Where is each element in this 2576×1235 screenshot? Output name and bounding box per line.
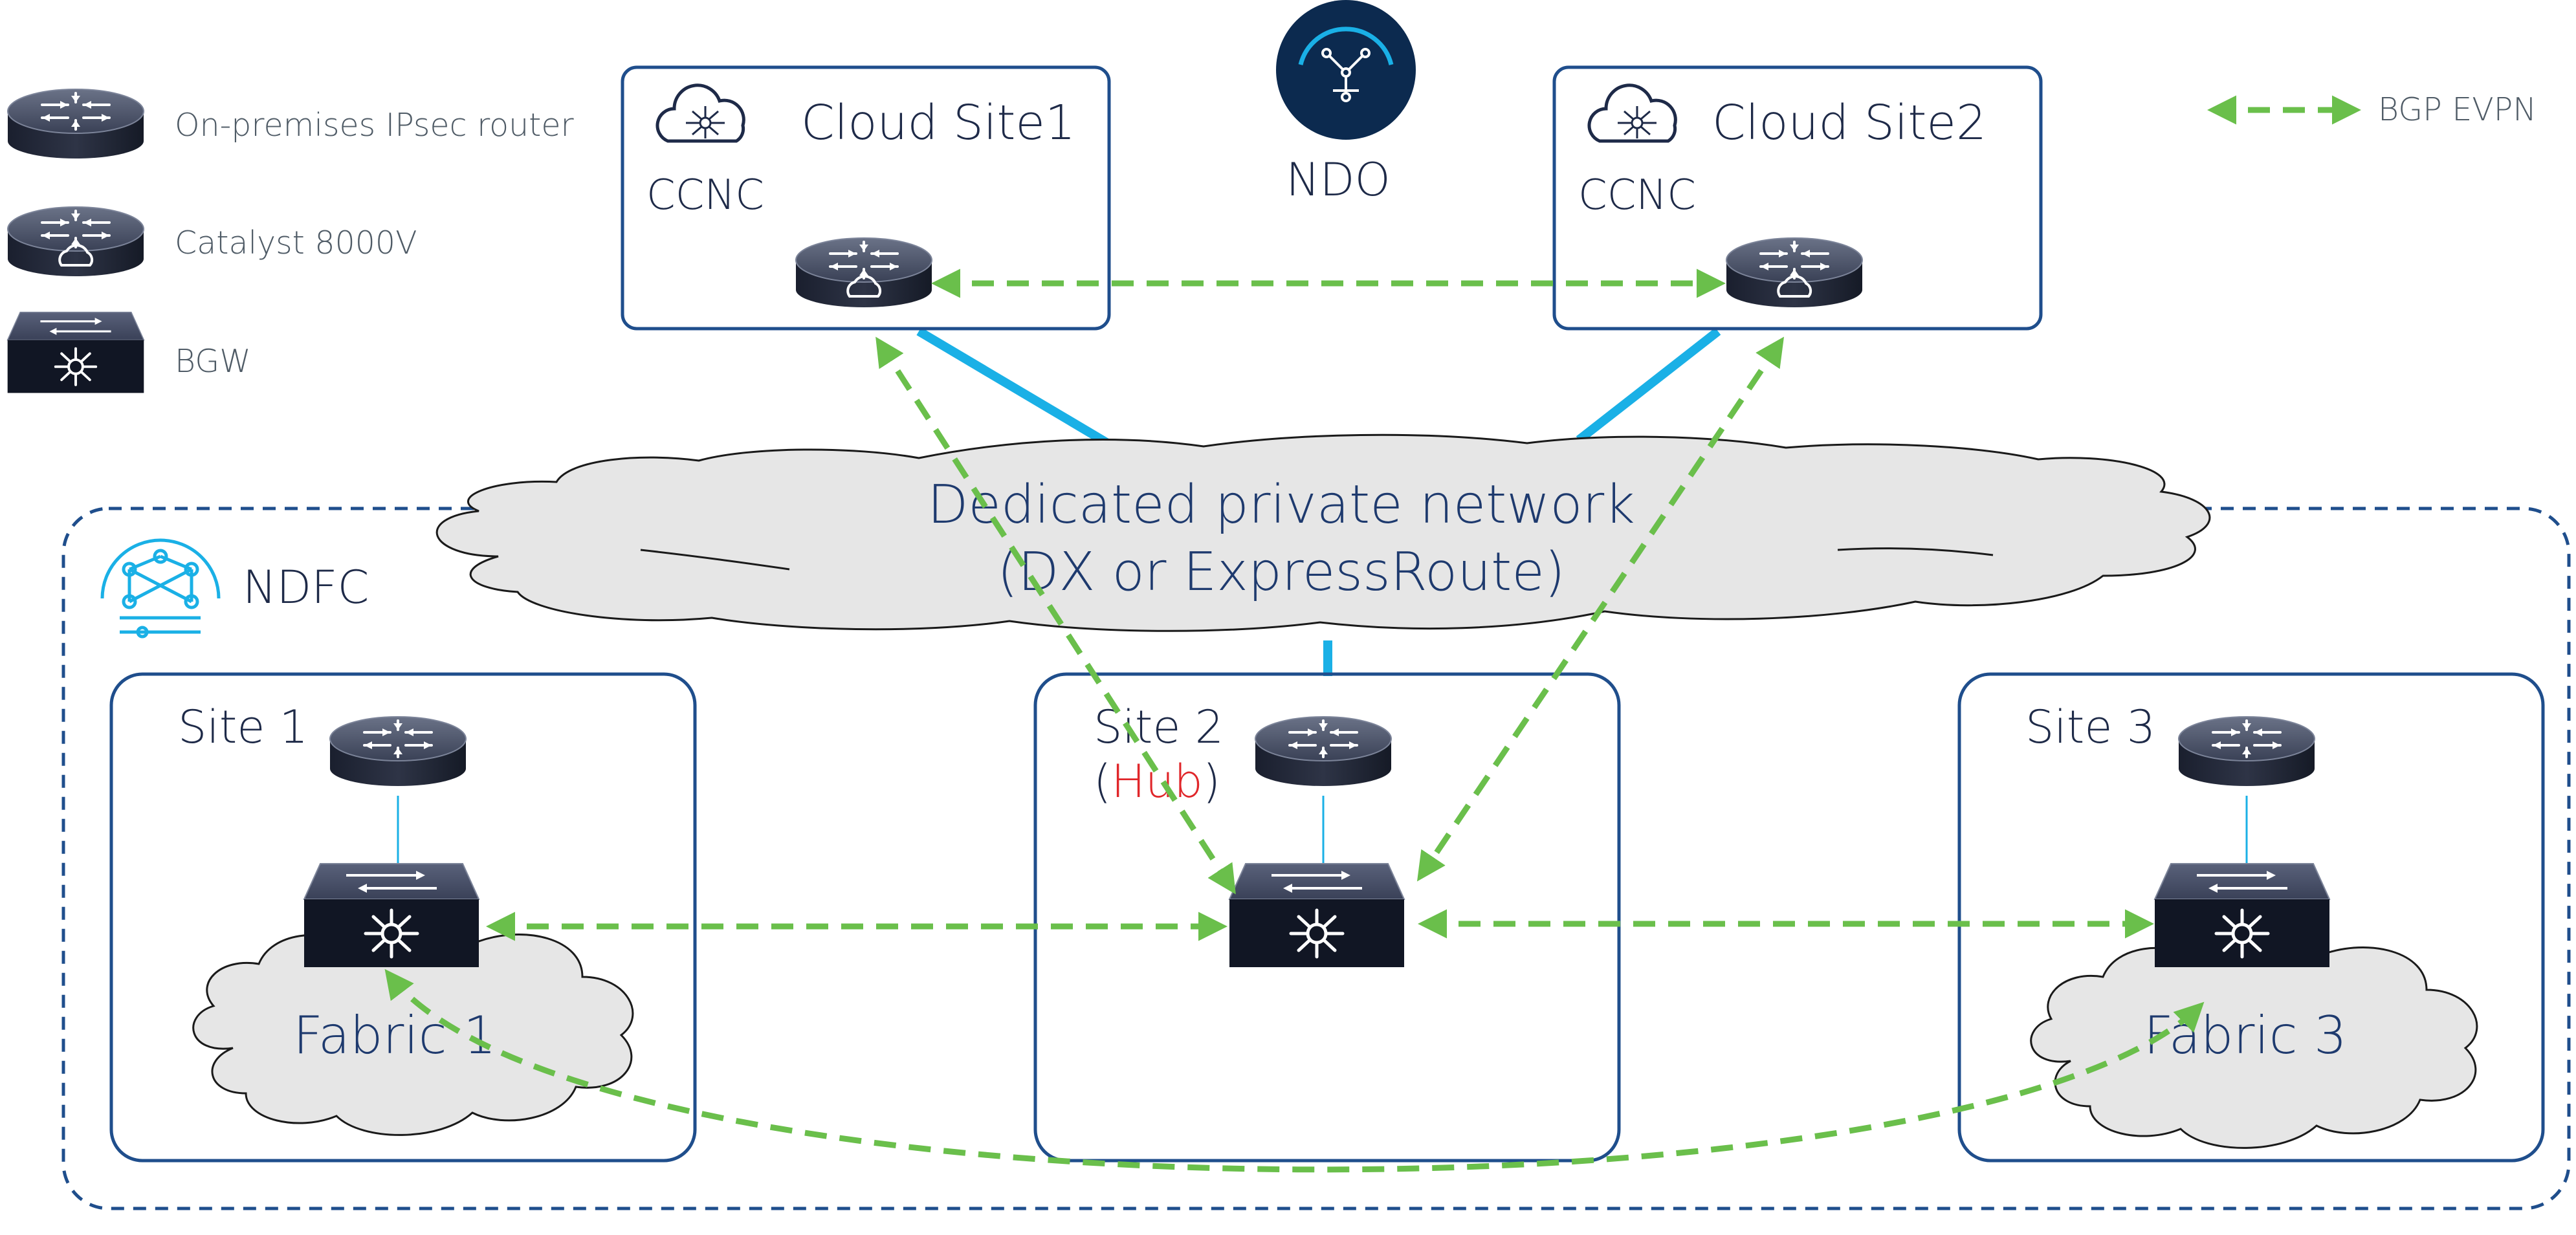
router-bgw-links — [397, 796, 2248, 867]
site-2-hub-label: (Hub) — [1094, 755, 1220, 808]
site-3-bgw-icon — [2155, 864, 2329, 967]
router-icon — [6, 88, 145, 160]
cloud-site-2-catalyst-icon — [1725, 237, 1864, 309]
network-title: Dedicated private network — [927, 474, 1635, 536]
cloud-site-1-title: Cloud Site1 — [801, 95, 1075, 151]
ndfc-label: NDFC — [243, 561, 369, 614]
site-1-title: Site 1 — [178, 701, 308, 754]
legend-router-label: On-premises IPsec router — [175, 107, 575, 144]
legend: On-premises IPsec router Catalyst 8000V … — [6, 88, 2537, 395]
ndo-icon — [1276, 0, 1416, 140]
cloud-links — [916, 327, 1721, 451]
site-2-bgw-icon — [1229, 864, 1404, 967]
fabric-3-label: Fabric 3 — [2144, 1005, 2347, 1066]
site-3-title: Site 3 — [2025, 701, 2155, 754]
network-subtitle: (DX or ExpressRoute) — [997, 541, 1565, 603]
ccnc-cloud-icon — [1587, 83, 1677, 143]
site-3-router-icon — [2177, 716, 2316, 787]
legend-bgp-label: BGP EVPN — [2378, 91, 2537, 128]
ndo: NDO — [1276, 0, 1416, 206]
cloud-site-1-controller: CCNC — [646, 171, 764, 219]
bgp-site1-site3 — [384, 968, 2205, 1173]
ndfc-icon — [100, 538, 221, 639]
ccnc-cloud-icon — [655, 83, 745, 143]
cloud-site-2-controller: CCNC — [1578, 171, 1696, 219]
legend-bgw-label: BGW — [175, 343, 251, 380]
bgw-switch-icon — [6, 311, 146, 395]
catalyst-8000v-icon — [6, 206, 145, 278]
cloud-site-2-title: Cloud Site2 — [1712, 95, 1987, 151]
ndfc: NDFC — [100, 538, 369, 639]
site-1-router-icon — [329, 716, 467, 787]
site-2-router-icon — [1254, 716, 1393, 787]
fabric-3-cloud: Fabric 3 — [2030, 936, 2478, 1149]
cloud-site-1: CCNC Cloud Site1 — [621, 65, 1111, 331]
fabric-1-label: Fabric 1 — [293, 1005, 496, 1066]
legend-catalyst-label: Catalyst 8000V — [175, 224, 417, 261]
bgp-evpn-sessions — [384, 268, 2205, 1173]
ndo-label: NDO — [1286, 153, 1390, 206]
bgp-cloud2-site2 — [1416, 336, 1785, 882]
private-network-cloud: Dedicated private network (DX or Express… — [435, 433, 2211, 632]
cloud-site-1-catalyst-icon — [795, 237, 933, 309]
cloud-site-2: CCNC Cloud Site2 — [1552, 65, 2043, 331]
bgp-cloud1-site2 — [875, 336, 1236, 895]
site-1-bgw-icon — [304, 864, 479, 967]
